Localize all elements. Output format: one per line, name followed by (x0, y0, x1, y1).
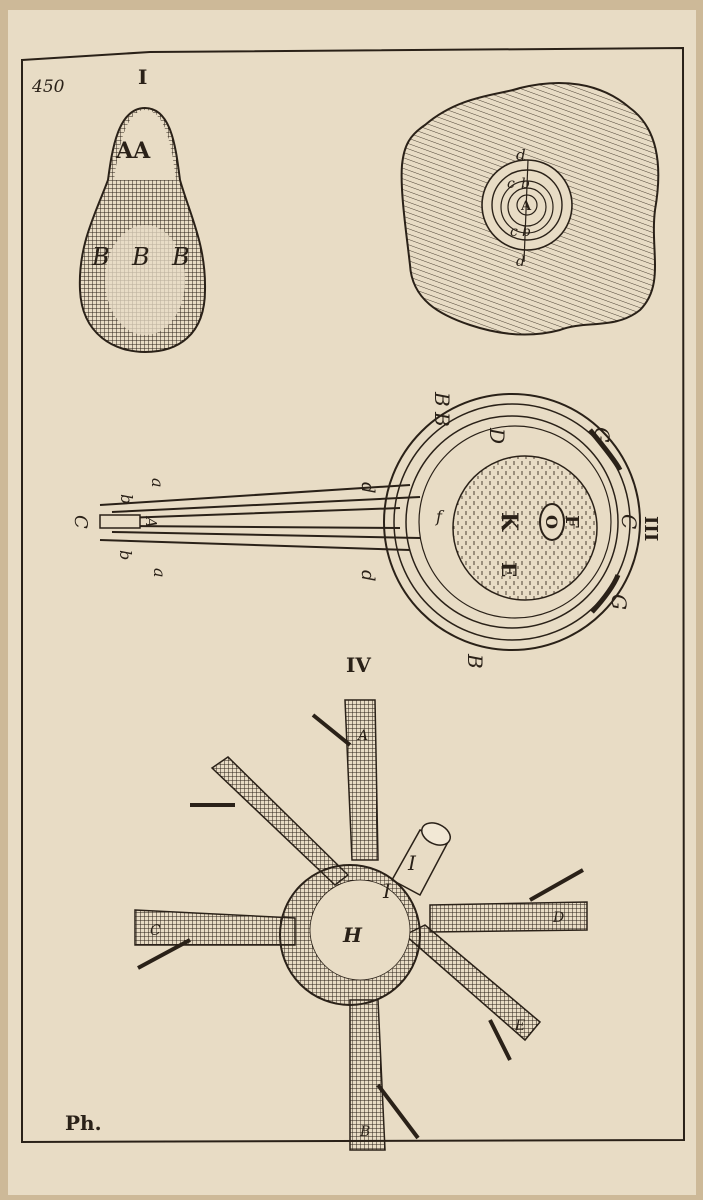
pear-highlight (114, 110, 176, 180)
label: I (407, 851, 417, 875)
label: d (357, 482, 378, 494)
label: a (150, 568, 169, 578)
page-number: 450 (31, 77, 65, 97)
label: B (430, 391, 454, 407)
figure-numeral: I (138, 65, 147, 89)
label: G (607, 594, 631, 610)
figure-2-iris-front: d c b A c b d (400, 81, 660, 336)
plate-border (21, 46, 686, 1144)
label: c (507, 176, 515, 192)
label: d (516, 254, 525, 270)
label: B (131, 243, 150, 271)
figure-numeral: III (640, 516, 661, 541)
label: F (561, 515, 582, 528)
vitreous-humor (452, 455, 598, 601)
label: B (463, 653, 487, 669)
label: c (510, 224, 518, 240)
ciliary (588, 428, 623, 614)
nerve-end (421, 822, 451, 846)
figure-1-pear-eye: I AA B B B (78, 65, 207, 354)
tendon (137, 713, 584, 1140)
nerve-core (99, 514, 141, 529)
figure-3-eye-section: B B D G d a b C A b a d f K E O F C G B … (70, 391, 661, 669)
label: B (359, 1124, 370, 1140)
sclera (383, 393, 641, 651)
label: E (497, 562, 521, 577)
label: b (521, 176, 530, 192)
label: B (430, 411, 454, 427)
label: K (496, 512, 522, 532)
label: b (116, 550, 135, 560)
pear-light (105, 225, 185, 335)
iris-ring (491, 169, 563, 241)
label: a (148, 478, 167, 488)
label: E (514, 1018, 525, 1034)
muscle-superior (344, 699, 379, 861)
label: D (485, 427, 509, 444)
signature-mark: Ph. (65, 1111, 102, 1135)
axis-line (523, 159, 529, 263)
label: d (516, 146, 526, 164)
label: A (520, 199, 532, 214)
label: C (70, 515, 91, 529)
label: b (522, 224, 531, 240)
label: A (142, 515, 160, 528)
crystalline-lens (539, 503, 565, 541)
figure-numeral: IV (346, 653, 371, 677)
optic-nerve (99, 484, 421, 551)
label: D (552, 910, 564, 926)
label: B (91, 243, 110, 271)
label: f (435, 507, 445, 526)
label: I (382, 879, 392, 903)
label: G (590, 427, 614, 443)
muscle-right (429, 901, 588, 933)
eyeball-light (309, 879, 411, 981)
label: C (617, 514, 641, 529)
label: b (117, 494, 136, 504)
label: O (542, 515, 561, 529)
label: AA (115, 138, 151, 164)
label: A (356, 728, 368, 744)
label: H (342, 923, 363, 947)
retina (405, 415, 619, 629)
label: C (150, 923, 161, 939)
label: d (357, 570, 378, 582)
label: B (171, 243, 190, 271)
retina-inner (418, 425, 612, 619)
figure-4-eye-muscles: IV A I I H D C E B (134, 653, 588, 1151)
choroid (393, 403, 631, 641)
